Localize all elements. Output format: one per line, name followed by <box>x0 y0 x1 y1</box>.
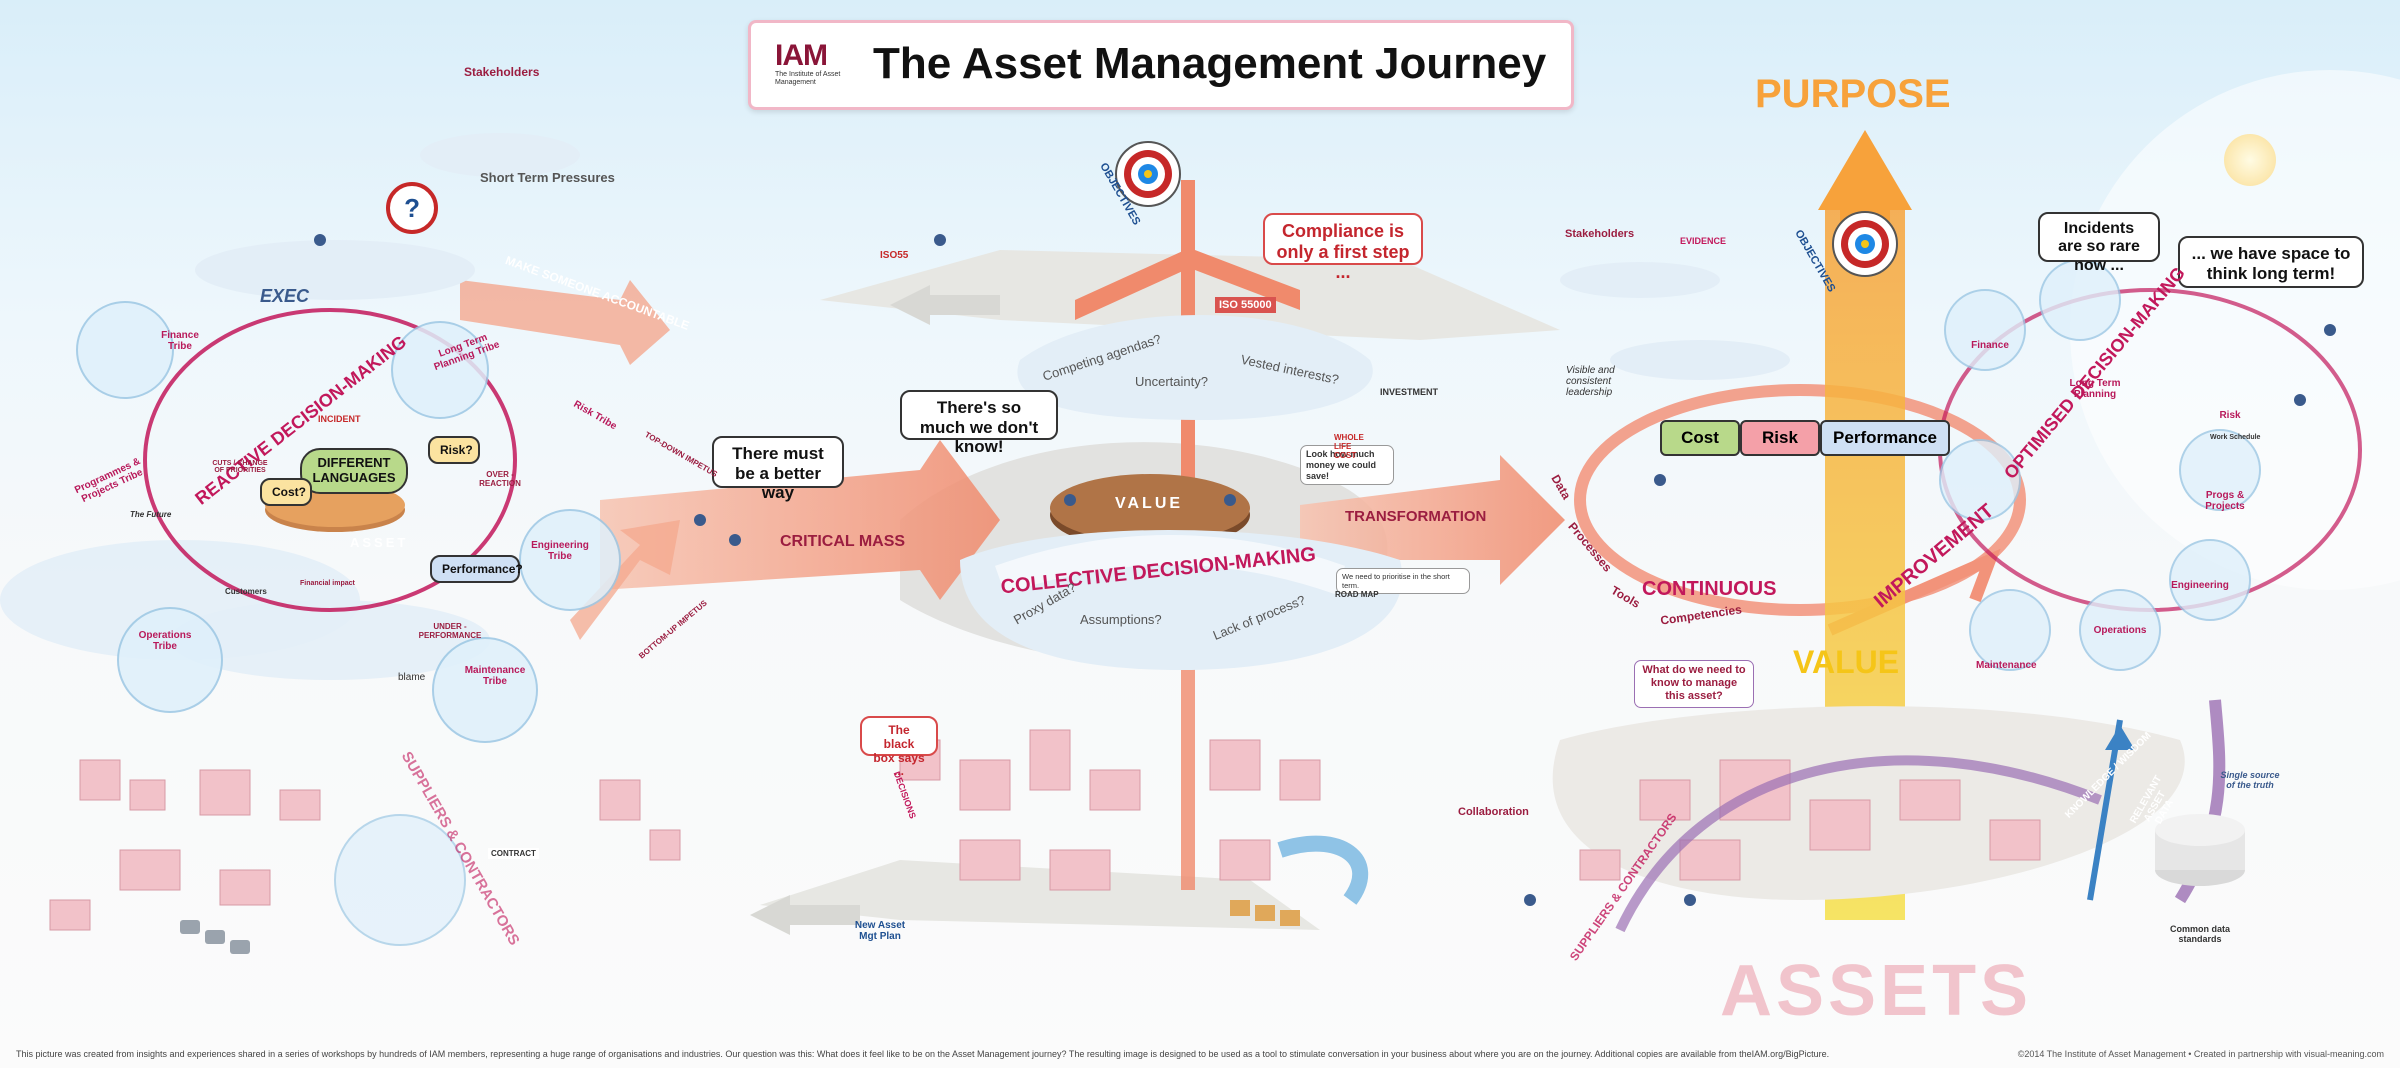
continuous-label: CONTINUOUS <box>1642 578 1777 600</box>
cost-piece: Cost <box>1660 420 1740 456</box>
under-perf-label: UNDER - PERFORMANCE <box>418 622 482 640</box>
whole-life-label: WHOLE LIFE COST <box>1334 433 1364 460</box>
question-icon: ? <box>386 182 438 234</box>
what-need-bubble: What do we need to know to manage this a… <box>1634 660 1754 708</box>
iam-logo: IAM The Institute of Asset Management <box>775 41 845 89</box>
progs-right-label: Progs & Projects <box>2205 490 2245 512</box>
stakeholders-left-label: Stakeholders <box>464 65 540 79</box>
asset-table-label: ASSET <box>350 535 409 550</box>
iso-sign-label: ISO55 <box>880 250 909 261</box>
short-term-label: Short Term Pressures <box>480 170 615 185</box>
value-table-label: VALUE <box>1115 495 1184 512</box>
assets-label: ASSETS <box>1720 951 2033 1031</box>
customers-label: Customers <box>225 587 267 596</box>
target-icon <box>1115 141 1181 207</box>
evidence-label: EVIDENCE <box>1680 236 1727 246</box>
critical-mass-label: CRITICAL MASS <box>780 533 906 550</box>
different-languages-bubble: DIFFERENT LANGUAGES <box>300 448 408 494</box>
purpose-label: PURPOSE <box>1755 72 1951 116</box>
cost-text: Cost <box>1681 428 1719 447</box>
uncertainty-label: Uncertainty? <box>1135 374 1208 389</box>
financial-impact-label: Financial impact <box>300 580 355 587</box>
logo-text: IAM <box>775 39 828 72</box>
iso-label: ISO 55000 <box>1215 297 1276 313</box>
stakeholders-right-label: Stakeholders <box>1565 228 1635 240</box>
operations-right-label: Operations <box>2093 625 2147 636</box>
value-label: VALUE <box>1793 644 1900 680</box>
finance-tribe-label: Finance Tribe <box>161 330 199 352</box>
footer-note: This picture was created from insights a… <box>16 1049 1830 1059</box>
assumptions-label: Assumptions? <box>1080 612 1162 627</box>
incidents-bubble: Incidents are so rare now ... <box>2038 212 2160 274</box>
target-icon <box>1832 211 1898 277</box>
look-money-bubble: Look how much money we could save! <box>1300 445 1394 486</box>
risk-right-label: Risk <box>2219 410 2241 421</box>
engineering-tribe-label: Engineering Tribe <box>531 540 589 562</box>
operations-tribe-label: Operations Tribe <box>138 630 192 652</box>
compliance-bubble: Compliance is only a first step ... <box>1263 213 1423 282</box>
visible-leadership-label: Visible and consistent leadership <box>1566 365 1615 398</box>
up-arrow-icon <box>1818 130 1912 250</box>
prioritise-bubble: We need to prioritise in the short term. <box>1336 568 1470 594</box>
single-source-label: Single source of the truth <box>2220 770 2280 790</box>
so-much-bubble: There's so much we don't know! <box>900 390 1058 456</box>
transformation-label: TRANSFORMATION <box>1345 508 1487 525</box>
black-box-bubble: The black box says ... <box>860 716 938 778</box>
finance-right-label: Finance <box>1971 340 2009 351</box>
space-bubble: ... we have space to think long term! <box>2178 236 2364 288</box>
up-arrow-icon <box>2105 725 2135 750</box>
future-label: The Future <box>130 510 172 519</box>
collaboration-label: Collaboration <box>1458 806 1529 818</box>
engineering-right-label: Engineering <box>2171 580 2229 591</box>
cost-q-bubble: Cost? <box>260 478 312 506</box>
long-term-right-label: Long Term Planning <box>2069 378 2121 400</box>
maintenance-right-label: Maintenance <box>1976 660 2037 671</box>
common-data-label: Common data standards <box>2169 924 2230 944</box>
new-plan-label: New Asset Mgt Plan <box>854 920 906 942</box>
better-way-bubble: There must be a better way <box>712 436 844 502</box>
risk-text: Risk <box>1762 428 1798 447</box>
risk-piece: Risk <box>1740 420 1820 456</box>
maintenance-tribe-label: Maintenance Tribe <box>464 665 526 687</box>
blame-label: blame <box>398 672 426 683</box>
road-map-label: ROAD MAP <box>1335 590 1379 599</box>
performance-piece: Performance <box>1820 420 1950 456</box>
cuts-label: CUTS / CHANGE OF PRIORITIES <box>212 460 268 474</box>
risk-q-bubble: Risk? <box>428 436 480 464</box>
incident-label: INCIDENT <box>318 414 361 424</box>
exec-label: EXEC <box>260 286 310 306</box>
performance-text: Performance <box>1833 428 1937 447</box>
work-schedule-label: Work Schedule <box>2210 434 2261 441</box>
footer-credits: ©2014 The Institute of Asset Management … <box>2017 1049 2384 1059</box>
svg-text:?: ? <box>404 193 420 223</box>
contract-label: CONTRACT <box>488 848 539 859</box>
logo-subtitle: The Institute of Asset Management <box>775 71 841 86</box>
title-panel: IAM The Institute of Asset Management Th… <box>748 20 1574 110</box>
over-reaction-label: OVER - REACTION <box>479 470 521 488</box>
investment-label: INVESTMENT <box>1380 387 1439 397</box>
performance-q-bubble: Performance? <box>430 555 523 583</box>
page-title: The Asset Management Journey <box>873 39 1547 88</box>
